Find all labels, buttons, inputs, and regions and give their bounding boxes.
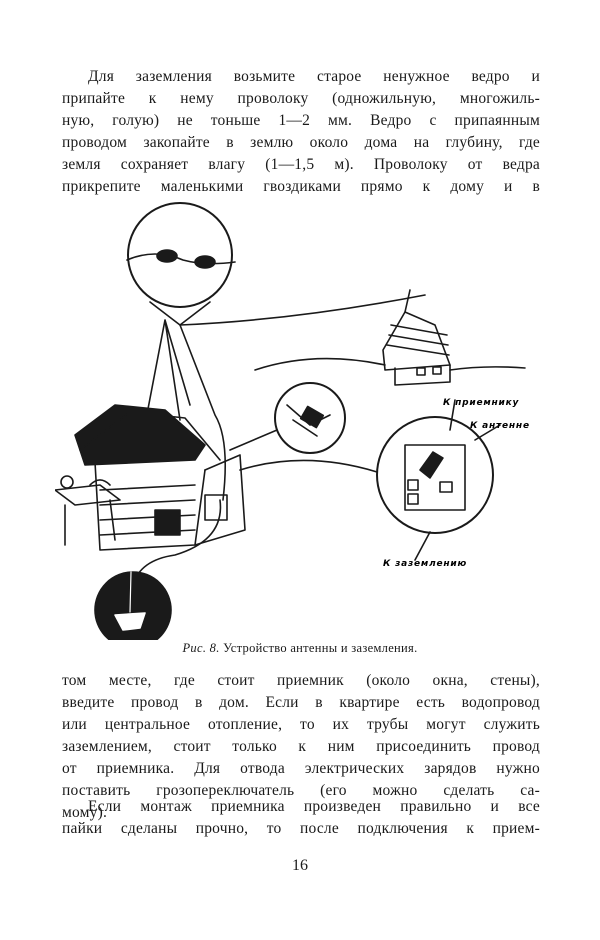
text-line: припайте к нему проволоку (одножильную, …: [62, 90, 540, 107]
text-line: проводом закопайте в землю около дома на…: [62, 134, 540, 151]
text-line: от приемника. Для отвода электрических з…: [62, 760, 540, 777]
switch-magnifier: [376, 416, 494, 534]
paragraph-2: том месте, где стоит приемник (около окн…: [62, 670, 540, 824]
paragraph-3: Если монтаж приемника произведен правиль…: [62, 796, 540, 840]
text-line: заземлением, стоит только к ним присоеди…: [62, 738, 540, 755]
text-line: Для заземления возьмите старое ненужное …: [88, 68, 540, 85]
label-to-ground: К заземлению: [383, 559, 467, 569]
text-line: прикрепите маленькими гвоздиками прямо к…: [62, 178, 540, 195]
switch-wire: [239, 459, 378, 473]
antenna-wire: [179, 294, 426, 326]
label-to-receiver: К приемнику: [443, 398, 520, 408]
text-line: поставить грозопереключатель (его можно …: [62, 782, 540, 799]
page-number: 16: [292, 857, 308, 874]
text-line: или центральное отопление, то их трубы м…: [62, 716, 540, 733]
text-line: том месте, где стоит приемник (около окн…: [62, 672, 540, 689]
bucket-magnifier: [94, 571, 172, 640]
ground-wire: [132, 499, 222, 586]
receiver-table: [55, 475, 121, 546]
paragraph-1: Для заземления возьмите старое ненужное …: [62, 66, 540, 198]
caption-text: Устройство антенны и заземления.: [223, 641, 418, 655]
insulator-magnifier: [127, 202, 233, 308]
text-line: пайки сделаны прочно, то после подключен…: [62, 820, 540, 837]
text-line: земля сохраняет влагу (1—1,5 м). Проволо…: [62, 156, 540, 173]
lead-in-wire: [179, 324, 227, 501]
connector-magnifier: [274, 382, 346, 454]
label-to-antenna: К антенне: [470, 421, 530, 431]
antenna-illustration: К приемнику К антенне К заземлению: [55, 202, 530, 640]
caption-number: Рис. 8.: [182, 641, 220, 655]
text-line: Если монтаж приемника произведен правиль…: [88, 798, 540, 815]
text-line: мому).: [62, 804, 108, 821]
text-line: ную, голую) не тоньше 1—2 мм. Ведро с пр…: [62, 112, 540, 129]
text-line: введите провод в дом. Если в квартире ес…: [62, 694, 540, 711]
main-house: [74, 404, 246, 551]
distant-house: [382, 289, 451, 386]
figure-caption: Рис. 8. Устройство антенны и заземления.: [0, 641, 600, 656]
